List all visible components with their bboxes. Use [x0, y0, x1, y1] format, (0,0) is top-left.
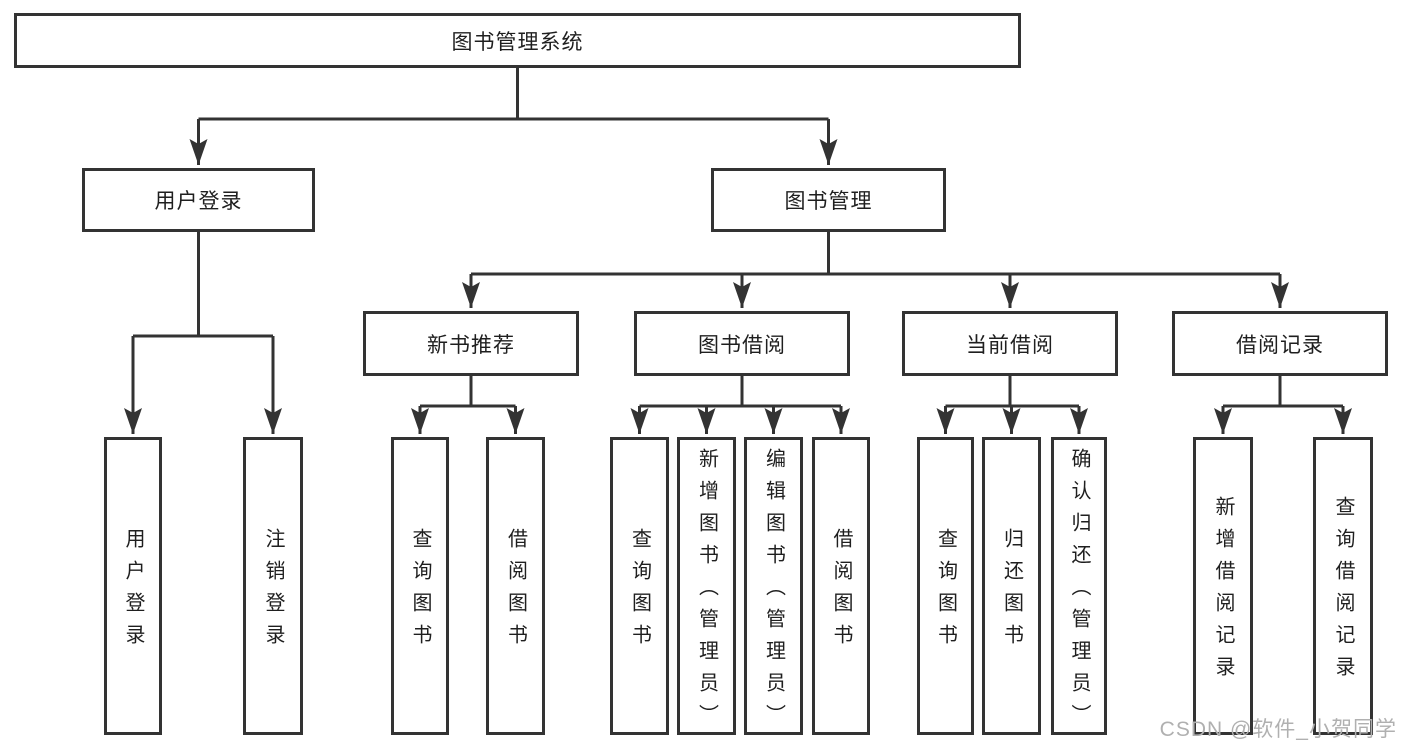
node-label: 用户登录: [154, 190, 243, 213]
leaf-label: 查询借阅记录: [1332, 496, 1354, 688]
leaf-confirm-return-admin: 确认归还（管理员）: [1051, 437, 1107, 736]
node-new-book-recommend: 新书推荐: [363, 311, 579, 376]
leaf-user-login: 用户登录: [104, 437, 162, 735]
leaf-label: 归还图书: [1000, 528, 1023, 656]
node-label: 图书借阅: [698, 333, 786, 357]
leaf-borrow-books-2: 借阅图书: [812, 437, 870, 735]
leaf-query-books-1: 查询图书: [391, 437, 449, 735]
leaf-query-books-3: 查询图书: [917, 437, 974, 735]
leaf-query-books-2: 查询图书: [610, 437, 669, 735]
watermark: CSDN @软件_小贺同学: [1159, 718, 1397, 741]
leaf-label: 确认归还（管理员）: [1068, 448, 1090, 736]
node-book-management: 图书管理: [711, 168, 946, 232]
node-label: 借阅记录: [1236, 333, 1324, 357]
node-user-login: 用户登录: [82, 168, 315, 232]
node-borrow-records: 借阅记录: [1172, 311, 1388, 376]
leaf-label: 查询图书: [934, 528, 957, 656]
leaf-return-book: 归还图书: [982, 437, 1041, 735]
node-label: 图书管理系统: [451, 30, 584, 54]
leaf-add-book-admin: 新增图书（管理员）: [677, 437, 736, 736]
node-current-borrow: 当前借阅: [902, 311, 1118, 376]
leaf-label: 借阅图书: [504, 528, 527, 656]
node-label: 当前借阅: [966, 333, 1054, 357]
leaf-borrow-books-1: 借阅图书: [486, 437, 545, 735]
node-root: 图书管理系统: [14, 13, 1021, 68]
leaf-label: 查询图书: [409, 528, 431, 656]
leaf-edit-book-admin: 编辑图书（管理员）: [744, 437, 803, 736]
node-label: 新书推荐: [427, 333, 515, 357]
leaf-logout: 注销登录: [243, 437, 303, 735]
leaf-label: 新增借阅记录: [1212, 496, 1234, 688]
node-label: 图书管理: [784, 190, 873, 213]
leaf-add-borrow-record: 新增借阅记录: [1193, 437, 1253, 735]
leaf-label: 编辑图书（管理员）: [762, 448, 785, 736]
leaf-label: 借阅图书: [830, 528, 852, 656]
leaf-label: 用户登录: [122, 528, 144, 656]
leaf-label: 新增图书（管理员）: [695, 448, 718, 736]
node-book-borrow: 图书借阅: [634, 311, 850, 376]
leaf-label: 查询图书: [628, 528, 651, 656]
leaf-label: 注销登录: [262, 528, 284, 656]
leaf-query-borrow-record: 查询借阅记录: [1313, 437, 1373, 735]
